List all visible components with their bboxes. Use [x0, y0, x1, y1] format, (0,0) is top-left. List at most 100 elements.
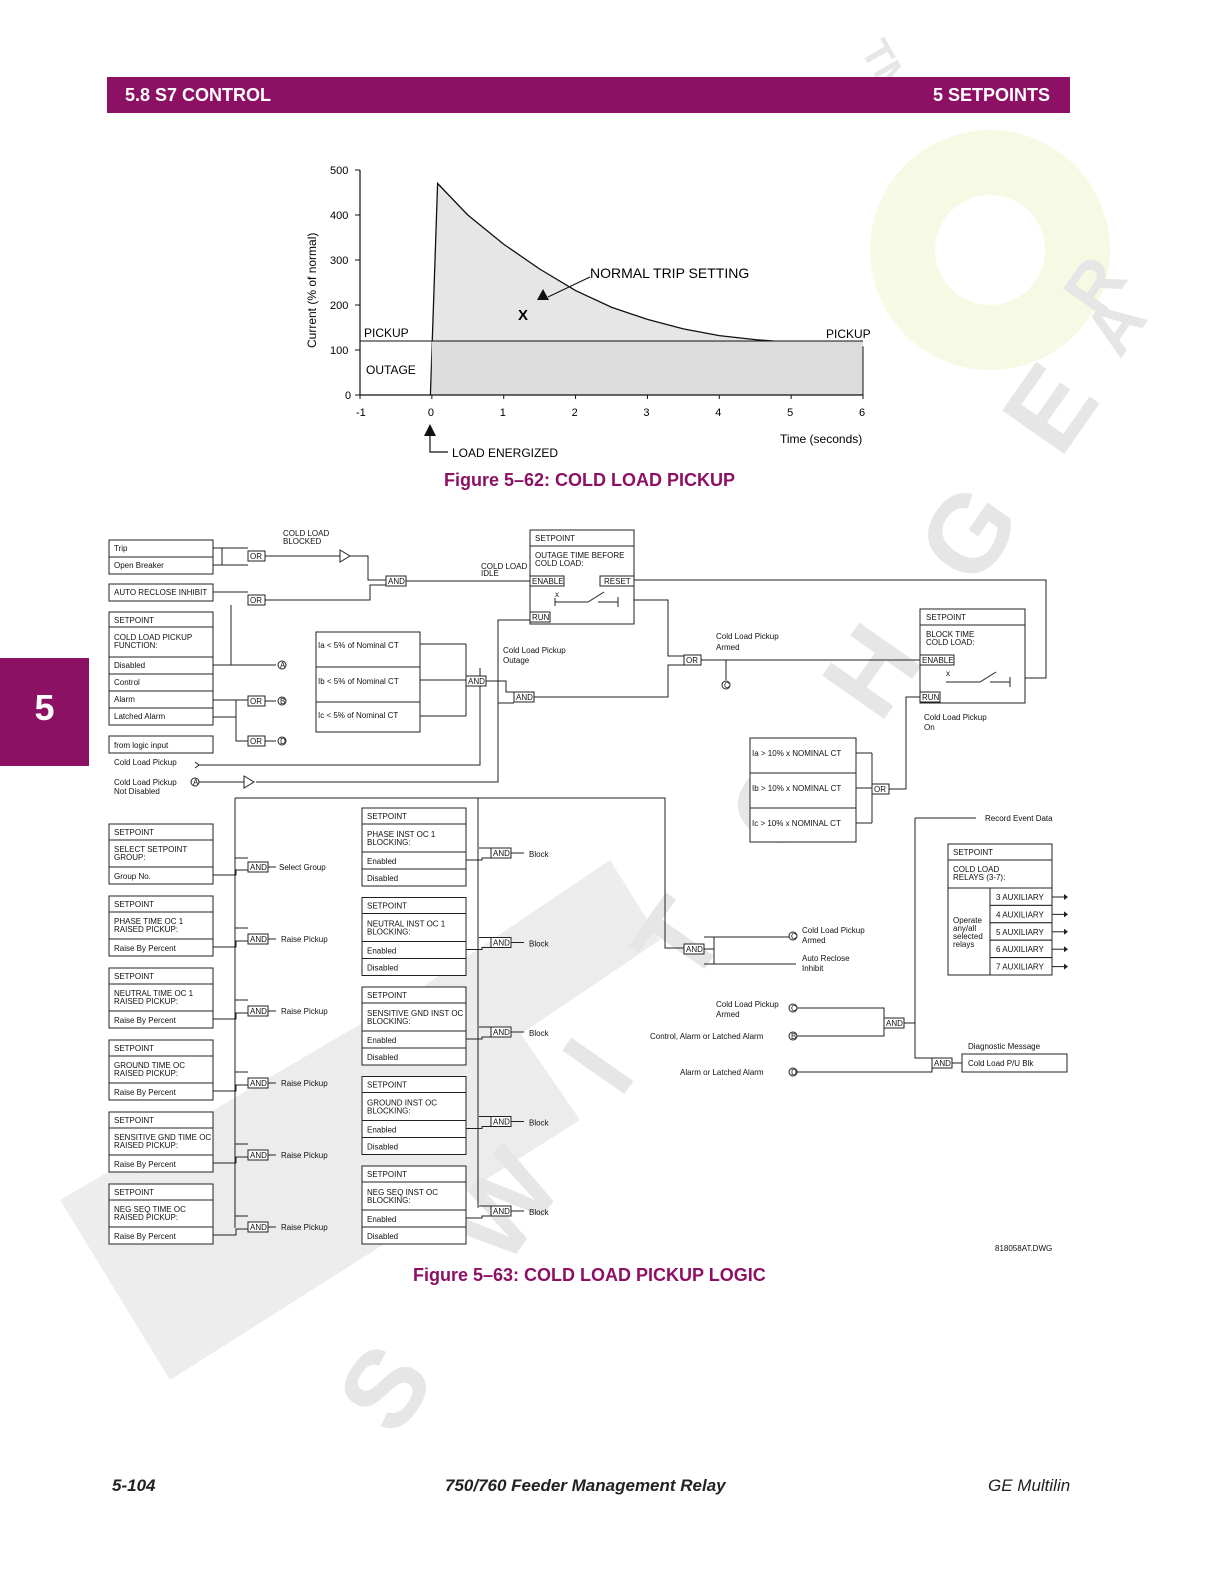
outage-time-label-2: COLD LOAD: — [535, 559, 583, 568]
x-mark: X — [518, 307, 528, 324]
disabled-option: Disabled — [367, 964, 398, 973]
enabled-option: Enabled — [367, 1215, 396, 1224]
relays-label-2: RELAYS (3-7): — [953, 873, 1005, 882]
x-tick-label: 4 — [715, 407, 721, 419]
setpoint-label: SETPOINT — [367, 812, 407, 821]
setpoint-label: SETPOINT — [114, 1044, 154, 1053]
arrow-icon — [1064, 928, 1068, 935]
reset-input: RESET — [604, 577, 631, 586]
watermark-letter: S — [314, 1323, 457, 1454]
or-gate: OR — [250, 737, 262, 746]
raise-pickup-output: Raise Pickup — [281, 1079, 328, 1088]
blocking-label: BLOCKING: — [367, 928, 411, 937]
or-gate: OR — [250, 552, 262, 561]
enabled-option: Enabled — [367, 947, 396, 956]
clp-armed-label-2: Armed — [716, 643, 740, 652]
raised-pickup-label: RAISED PICKUP: — [114, 1069, 178, 1078]
element-name-label: SENSITIVE GND TIME OC — [114, 1133, 211, 1142]
section-header-bar: 5.8 S7 CONTROL 5 SETPOINTS — [107, 77, 1070, 113]
y-tick-label: 500 — [330, 165, 348, 177]
operate-label: Operate — [953, 916, 982, 925]
trip-leader-line — [547, 276, 591, 298]
and-gate: AND — [493, 849, 510, 858]
or-gate: OR — [686, 656, 698, 665]
connector-a: A — [280, 661, 286, 670]
outage-label: OUTAGE — [366, 363, 416, 377]
and-gate: AND — [250, 863, 267, 872]
aux-relay-label: 5 AUXILIARY — [996, 928, 1045, 937]
x-tick-label: -1 — [356, 407, 366, 419]
select-group-output: Select Group — [279, 863, 326, 872]
run-input: RUN — [532, 613, 550, 622]
watermark-gear-icon — [870, 130, 1110, 370]
connector-c: C — [724, 681, 730, 690]
clp-outage-label-2: Outage — [503, 656, 530, 665]
ar-inhibit-input: AUTO RECLOSE INHIBIT — [114, 588, 207, 597]
setpoint-label: SETPOINT — [535, 534, 575, 543]
ic-low-detector: Ic < 5% of Nominal CT — [318, 711, 398, 720]
y-axis-label: Current (% of normal) — [305, 233, 319, 348]
operate-label-2: any/all — [953, 924, 976, 933]
ar-inhibit-output-2: Inhibit — [802, 964, 824, 973]
relays-label: COLD LOAD — [953, 865, 999, 874]
outage-time-label: OUTAGE TIME BEFORE — [535, 551, 625, 560]
setpoint-label: SETPOINT — [367, 1170, 407, 1179]
ia-low-detector: Ia < 5% of Nominal CT — [318, 641, 399, 650]
enabled-option: Enabled — [367, 1036, 396, 1045]
pickup-left-label: PICKUP — [364, 326, 409, 340]
timer-x: x — [555, 590, 559, 599]
and-gate: AND — [493, 1207, 510, 1216]
trip-marker-icon — [537, 289, 549, 300]
y-tick-label: 200 — [330, 300, 348, 312]
section-title: 5.8 S7 CONTROL — [125, 85, 272, 105]
arrow-icon — [1064, 894, 1068, 900]
raised-pickup-label: RAISED PICKUP: — [114, 997, 178, 1006]
raise-by-percent-label: Raise By Percent — [114, 1160, 177, 1169]
element-name-label: NEUTRAL INST OC 1 — [367, 920, 446, 929]
ic-high-detector: Ic > 10% x NOMINAL CT — [752, 819, 841, 828]
raise-by-percent-label: Raise By Percent — [114, 1232, 177, 1241]
blocking-label: BLOCKING: — [367, 1107, 411, 1116]
raise-pickup-output: Raise Pickup — [281, 1151, 328, 1160]
and-gate: AND — [934, 1059, 951, 1068]
raise-by-percent-label: Raise By Percent — [114, 1016, 177, 1025]
latched-alarm-option: Latched Alarm — [114, 712, 165, 721]
and-gate: AND — [250, 935, 267, 944]
setpoint-label: SETPOINT — [926, 613, 966, 622]
ar-inhibit-output: Auto Reclose — [802, 954, 850, 963]
block-time-label-2: COLD LOAD: — [926, 638, 974, 647]
disabled-option: Disabled — [367, 1053, 398, 1062]
not-gate-icon — [243, 775, 255, 789]
connector-b: B — [280, 697, 285, 706]
footer-title: 750/760 Feeder Management Relay — [445, 1476, 726, 1495]
disabled-option: Disabled — [367, 874, 398, 883]
logic-input-label: from logic input — [114, 741, 169, 750]
element-name-label: NEG SEQ INST OC — [367, 1188, 438, 1197]
raised-pickup-label: RAISED PICKUP: — [114, 1141, 178, 1150]
clp-armed-input: Cold Load Pickup — [716, 1000, 779, 1009]
block-output: Block — [529, 940, 550, 949]
clp-logic-input: Cold Load Pickup — [114, 758, 177, 767]
clp-armed-label: Cold Load Pickup — [716, 632, 779, 641]
or-gate: OR — [250, 697, 262, 706]
block-output: Block — [529, 1208, 550, 1217]
block-time-label: BLOCK TIME — [926, 630, 974, 639]
and-gate: AND — [468, 677, 485, 686]
enable-input: ENABLE — [532, 577, 564, 586]
and-gate: AND — [250, 1223, 267, 1232]
cold-load-blocked-label: COLD LOAD — [283, 529, 329, 538]
cold-load-idle-label: COLD LOAD — [481, 562, 527, 571]
not-gate-icon — [339, 549, 351, 563]
chapter-title: 5 SETPOINTS — [932, 85, 1050, 105]
setpoint-label: SETPOINT — [114, 900, 154, 909]
function-label: FUNCTION: — [114, 641, 158, 650]
group-no-label: Group No. — [114, 872, 151, 881]
element-name-label: PHASE INST OC 1 — [367, 830, 436, 839]
block-output: Block — [529, 1119, 550, 1128]
block-output: Block — [529, 1029, 550, 1038]
figure-caption-cold-load-logic: Figure 5–63: COLD LOAD PICKUP LOGIC — [413, 1265, 766, 1285]
element-name-label: NEUTRAL TIME OC 1 — [114, 989, 194, 998]
element-name-label: SENSITIVE GND INST OC — [367, 1009, 464, 1018]
operate-label-4: relays — [953, 940, 974, 949]
trip-setting-label: NORMAL TRIP SETTING — [590, 265, 749, 281]
